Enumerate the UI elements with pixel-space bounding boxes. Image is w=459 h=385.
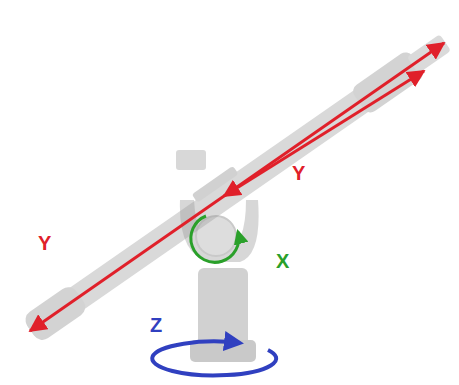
- axis-label: Y: [292, 162, 305, 184]
- rotation-arrow: [191, 216, 239, 262]
- axis-arrow: [30, 43, 444, 331]
- rotation-arrow: [152, 341, 276, 375]
- axis-label: Z: [150, 314, 162, 336]
- axis-arrow: [224, 71, 424, 196]
- axis-label: Y: [38, 232, 51, 254]
- axis-label: X: [276, 250, 289, 272]
- telescope-tube: [19, 26, 454, 344]
